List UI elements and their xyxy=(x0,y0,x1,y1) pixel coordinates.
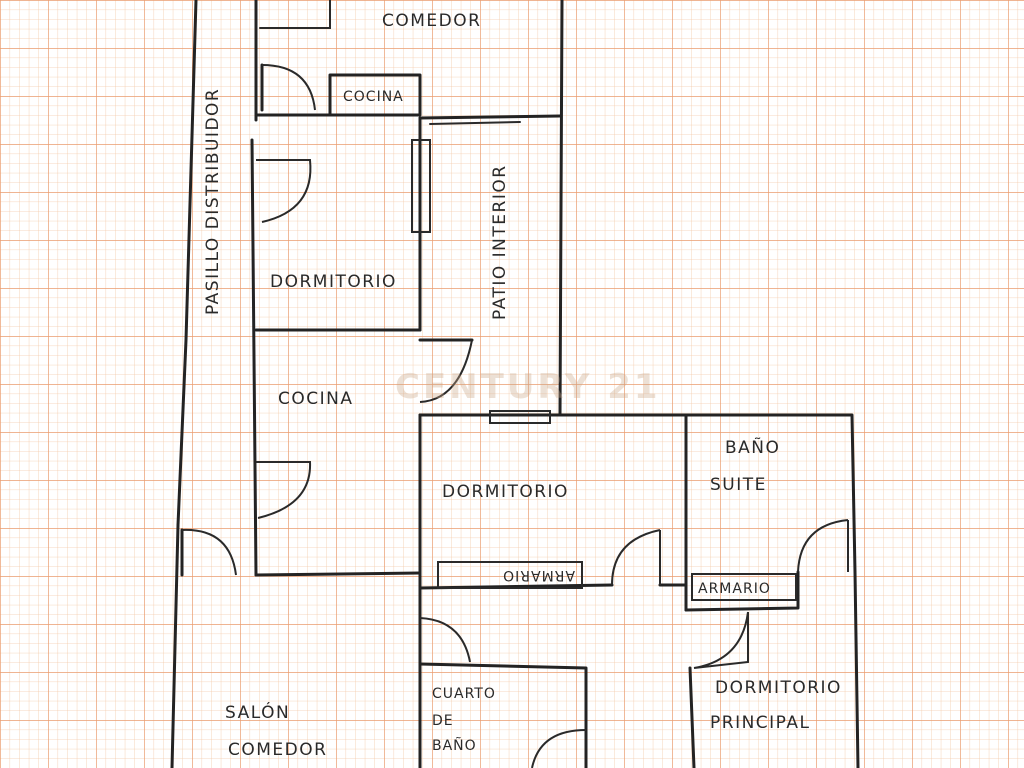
closet-2 xyxy=(691,573,797,601)
label-salon-line2: COMEDOR xyxy=(228,740,327,760)
label-cocina-top: COCINA xyxy=(343,89,404,105)
door-arc-5 xyxy=(181,528,237,576)
label-dormitorio-1: DORMITORIO xyxy=(270,272,397,292)
label-patio-interior: PATIO INTERIOR xyxy=(490,164,510,320)
label-cuarto-bano-line3: BAÑO xyxy=(432,737,477,754)
walls xyxy=(170,0,860,768)
label-dormitorio-principal-line1: DORMITORIO xyxy=(715,678,842,698)
label-armario-1: ARMARIO xyxy=(502,567,575,583)
label-dormitorio-principal-line2: PRINCIPAL xyxy=(710,713,810,733)
label-bano-suite-line2: SUITE xyxy=(710,475,767,495)
label-salon-line1: SALÓN xyxy=(225,701,290,723)
label-cocina-mid: COCINA xyxy=(278,389,353,409)
room-labels: COMEDOR COCINA PASILLO DISTRIBUIDOR DORM… xyxy=(203,11,842,760)
watermark: CENTURY 21 xyxy=(395,367,661,407)
door-arc-3 xyxy=(419,339,473,403)
door-arc-8 xyxy=(419,617,471,663)
closets xyxy=(437,561,797,601)
door-arc-7 xyxy=(797,519,849,573)
label-cuarto-bano-line2: DE xyxy=(432,713,454,729)
door-arc-10 xyxy=(531,729,587,768)
door-arc-6 xyxy=(611,529,661,586)
closet-1 xyxy=(437,561,583,589)
label-cuarto-bano-line1: CUARTO xyxy=(432,686,496,702)
door-arc-2 xyxy=(256,159,312,223)
doors xyxy=(181,64,849,768)
label-bano-suite-line1: BAÑO xyxy=(725,436,780,458)
door-arc-4 xyxy=(256,461,312,519)
door-arc-9 xyxy=(693,611,749,669)
label-pasillo-distribuidor: PASILLO DISTRIBUIDOR xyxy=(203,88,223,315)
label-armario-2: ARMARIO xyxy=(698,581,771,597)
label-comedor-top: COMEDOR xyxy=(382,11,481,31)
door-arc-1 xyxy=(261,64,316,111)
label-dormitorio-2: DORMITORIO xyxy=(442,482,569,502)
